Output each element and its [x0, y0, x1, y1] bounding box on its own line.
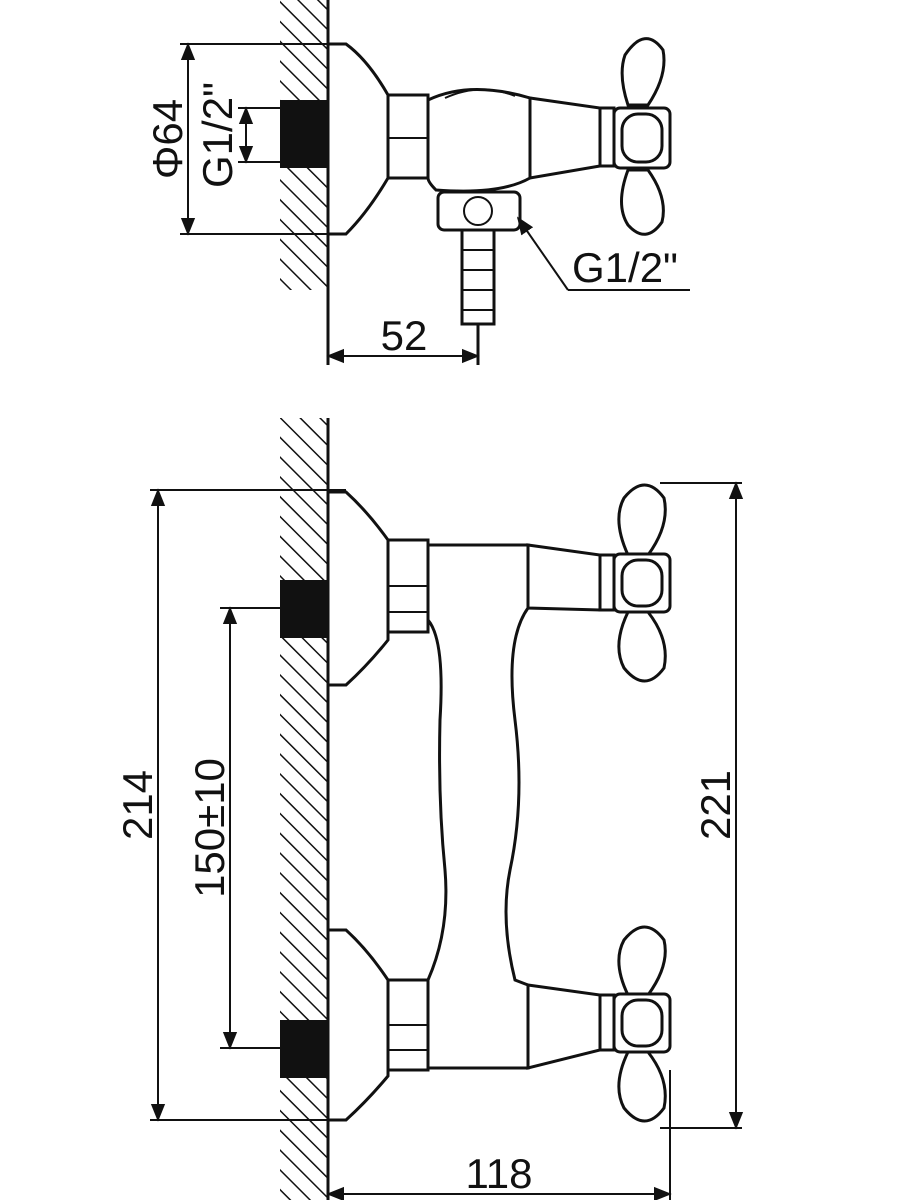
side-nut: [386, 93, 430, 180]
depth-dimension-label: 52: [381, 312, 428, 359]
side-valve-body: [426, 87, 532, 193]
projection-dimension-label: 118: [466, 1150, 533, 1197]
side-escutcheon: [326, 42, 390, 236]
side-view: Φ64 G1/2" G1/2" 52: [144, 0, 690, 365]
front-escutcheon-bottom: [326, 928, 390, 1122]
front-handle-stem-bottom: [526, 983, 602, 1070]
front-cross-handle-bottom: [617, 925, 667, 997]
side-cross-handle: [620, 37, 666, 107]
front-escutcheon-top: [326, 490, 390, 687]
diameter-dimension-label: Φ64: [144, 99, 191, 179]
front-handle-stem-top: [526, 543, 602, 612]
side-handle-stem: [528, 96, 602, 180]
side-wall-pipe: [280, 100, 328, 168]
front-cross-handle-top: [617, 483, 667, 557]
front-view: 214 150±10 221 118: [114, 418, 744, 1200]
outlet-thread-label: G1/2": [572, 244, 678, 291]
body-height-dimension-label: 214: [114, 770, 161, 840]
overall-height-dimension-label: 221: [692, 770, 739, 840]
front-mixer-body: [426, 543, 530, 1070]
center-distance-dimension-label: 150±10: [186, 758, 233, 898]
front-wall-hatch: [280, 418, 328, 1200]
inlet-thread-label: G1/2": [194, 82, 241, 188]
